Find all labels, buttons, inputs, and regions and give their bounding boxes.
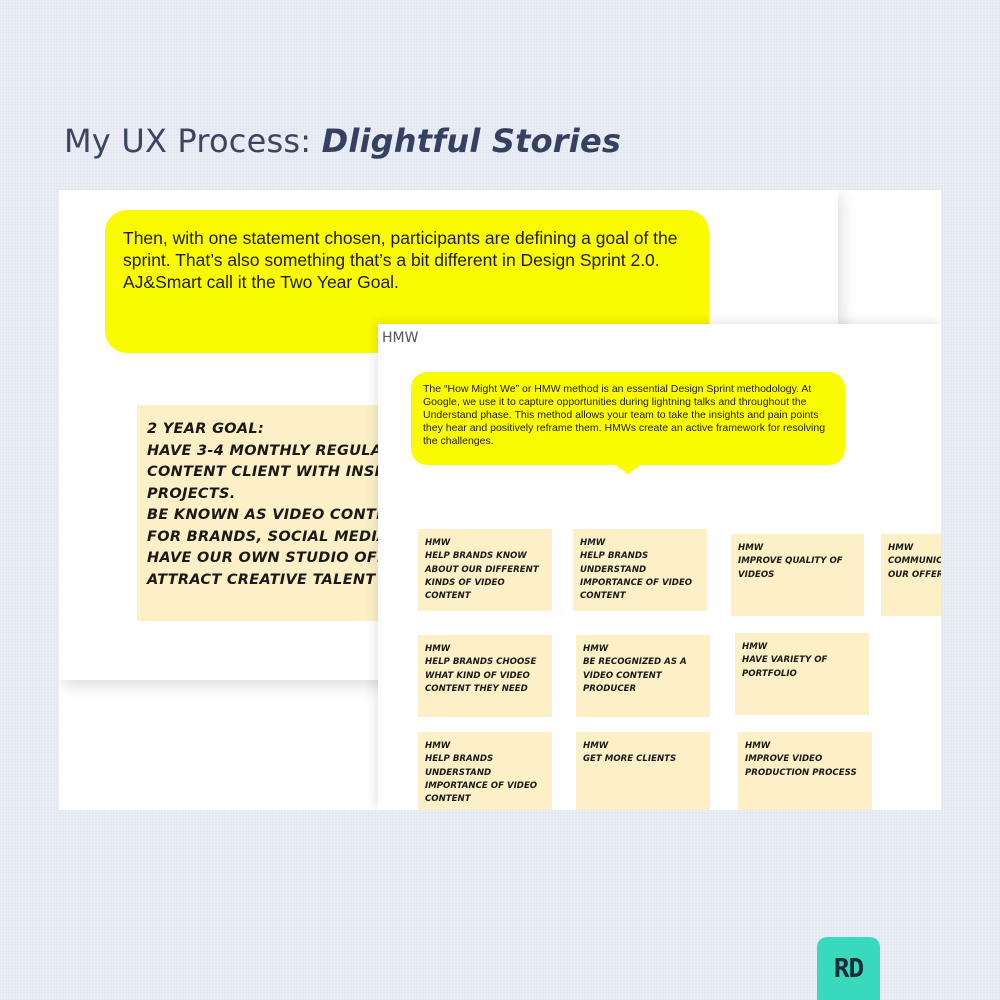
presentation-board: Then, with one statement chosen, partici… <box>59 190 941 810</box>
slide-label: HMW <box>382 330 419 346</box>
hmw-note-head: HMW <box>742 642 768 652</box>
goal-line: Have 3-4 monthly regular <box>147 442 394 459</box>
goal-line: projects. <box>147 485 236 502</box>
hmw-note-head: HMW <box>583 741 609 751</box>
hmw-note-body: Help brands understand importance of vid… <box>425 754 538 805</box>
goal-line: content client with inspiring <box>147 464 407 480</box>
hmw-note-body: Get more clients <box>583 754 677 765</box>
sticky-note-two-year-goal: 2 year goal: Have 3-4 monthly regular co… <box>137 405 407 621</box>
goal-line: for brands, social media s <box>147 528 405 545</box>
hmw-note: HMW Help brands choose what kind of vide… <box>418 635 552 717</box>
hmw-note: HMW Improve video production process <box>738 732 872 810</box>
hmw-note: HMW Be recognized as a video content pro… <box>576 635 710 717</box>
hmw-note-head: HMW <box>425 644 451 654</box>
hmw-note-body: Improve video production process <box>745 754 857 778</box>
hmw-note-head: HMW <box>745 741 771 751</box>
hmw-note-body: Help brands know about our different kin… <box>425 551 539 602</box>
page-title: My UX Process: Dlightful Stories <box>64 122 621 160</box>
hmw-note: HMW Have variety of portfolio <box>735 633 869 715</box>
page-title-emphasis: Dlightful Stories <box>321 122 622 160</box>
speech-bubble-goal: Then, with one statement chosen, partici… <box>105 210 709 364</box>
hmw-note: HMW Help brands understand importance of… <box>573 529 707 611</box>
hmw-note-body: Be recognized as a video content produce… <box>583 657 687 694</box>
page-title-plain: My UX Process: <box>64 122 322 160</box>
hmw-note-body: Help brands choose what kind of video co… <box>425 657 537 694</box>
hmw-note-body: Help brands understand importance of vid… <box>580 551 693 602</box>
goal-line: Attract creative talent <box>147 571 376 588</box>
hmw-note-head: HMW <box>580 538 606 548</box>
hmw-note-head: HMW <box>425 741 451 751</box>
hmw-note: HMW Improve quality of videos <box>731 534 864 616</box>
speech-bubble-hmw: The “How Might We” or HMW method is an e… <box>411 372 845 474</box>
goal-line: Have our own studio office <box>147 550 407 566</box>
hmw-note: HMW Help brands understand importance of… <box>418 732 552 810</box>
hmw-note-body: communicate our offer <box>888 556 941 580</box>
hmw-note-body: Have variety of portfolio <box>742 655 828 679</box>
hmw-note-body: Improve quality of videos <box>738 556 843 580</box>
slide-hmw: HMW The “How Might We” or HMW method is … <box>378 324 941 810</box>
goal-line: 2 year goal: <box>147 421 265 437</box>
hmw-note-head: HMW <box>583 644 609 654</box>
hmw-note: HMW Help brands know about our different… <box>418 529 552 611</box>
hmw-note-head: HMW <box>738 543 764 553</box>
goal-line: Be known as video content <box>147 507 407 523</box>
rd-logo: RD <box>817 937 880 1000</box>
hmw-note: HMW Get more clients <box>576 732 710 810</box>
hmw-note-head: HMW <box>425 538 451 548</box>
hmw-note: HMW communicate our offer <box>881 534 941 616</box>
hmw-note-head: HMW <box>888 543 914 553</box>
